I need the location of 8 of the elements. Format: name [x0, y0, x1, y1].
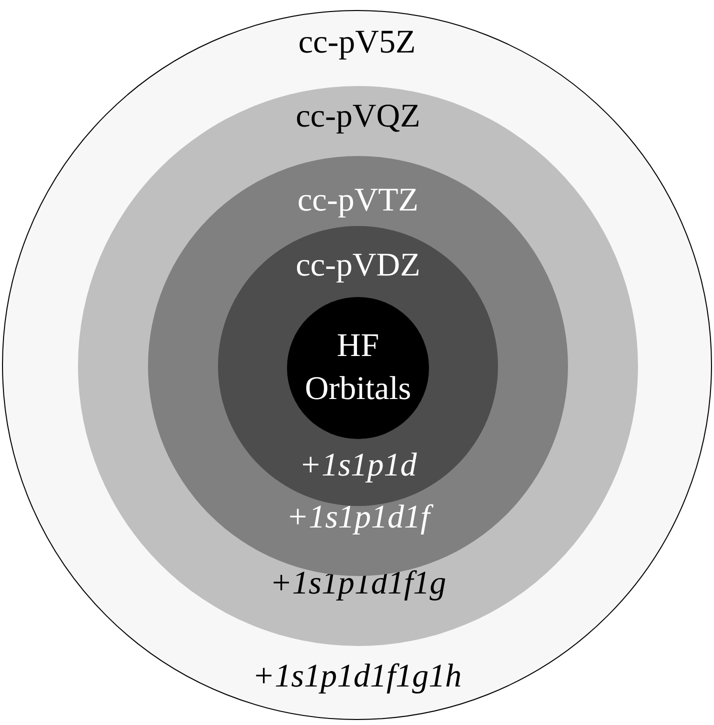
shell-label: +1s1p1d1f1g1h [252, 660, 462, 694]
basis-set-label: cc-pV5Z [298, 26, 416, 60]
basis-set-label: cc-pVTZ [298, 184, 418, 218]
shell-label: +1s1p1d1f1g [270, 568, 446, 600]
basis-set-label: cc-pVQZ [296, 100, 420, 134]
circle-label: HF Orbitals [304, 327, 412, 409]
shell-label: +1s1p1d [299, 450, 417, 482]
basis-set-label: cc-pVDZ [296, 250, 420, 282]
